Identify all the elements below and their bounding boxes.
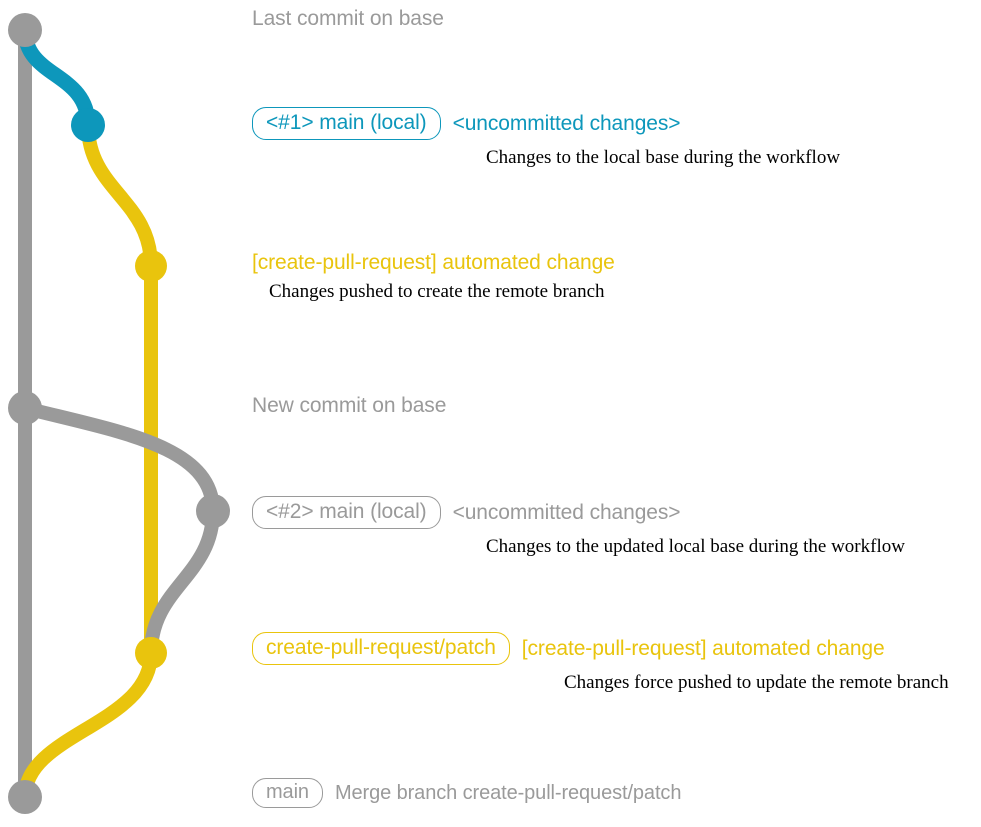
commit-row-head: <#2> main (local) <uncommitted changes> [252,496,905,530]
commit-row-last-commit: Last commit on base [252,7,444,30]
commit-row-merge: main Merge branch create-pull-request/pa… [252,778,681,808]
commit-row-automated-2: create-pull-request/patch [create-pull-r… [252,632,949,694]
commit-row-head: create-pull-request/patch [create-pull-r… [252,632,949,666]
commit-headline-automated-change-1: [create-pull-request] automated change [252,251,615,274]
branch-badge-main[interactable]: main [252,778,323,808]
commit-description-local-2: Changes to the updated local base during… [486,536,905,558]
commit-description-local-1: Changes to the local base during the wor… [486,147,841,169]
commit-node-last-commit-on-base[interactable] [8,13,42,47]
commit-headline-merge: Merge branch create-pull-request/patch [334,781,682,804]
commit-headline-automated-change-2: [create-pull-request] automated change [521,636,885,660]
commit-node-new-commit-on-base[interactable] [8,391,42,425]
merge-back-line [18,646,158,804]
commit-node-automated-commit-1[interactable] [135,250,167,282]
commit-headline-new-commit: New commit on base [252,394,447,417]
commit-row-head: Last commit on base [252,7,444,30]
commit-row-local-1: <#1> main (local) <uncommitted changes> … [252,107,840,169]
commit-description-automated-2: Changes force pushed to update the remot… [564,672,949,694]
branch-badge-main-local-2[interactable]: <#2> main (local) [252,496,441,530]
commit-node-local-change-2[interactable] [196,494,230,528]
branch-badge-create-pull-request-patch[interactable]: create-pull-request/patch [252,632,510,666]
commit-row-head: New commit on base [252,394,447,417]
commit-row-head: <#1> main (local) <uncommitted changes> [252,107,840,141]
commit-row-local-2: <#2> main (local) <uncommitted changes> … [252,496,905,558]
commit-headline-uncommitted-changes-1: <uncommitted changes> [452,111,681,135]
commit-row-head: [create-pull-request] automated change [252,251,615,274]
commit-node-merge-commit[interactable] [8,780,42,814]
commit-node-local-change-1[interactable] [71,108,105,142]
commit-row-automated-1: [create-pull-request] automated change C… [252,251,615,303]
commit-description-automated-1: Changes pushed to create the remote bran… [269,281,605,303]
commit-row-head: main Merge branch create-pull-request/pa… [252,778,681,808]
commit-row-new-commit: New commit on base [252,394,447,417]
commit-headline-last-commit: Last commit on base [252,7,444,30]
commit-headline-uncommitted-changes-2: <uncommitted changes> [452,500,681,524]
branch-badge-main-local-1[interactable]: <#1> main (local) [252,107,441,141]
commit-node-automated-commit-2[interactable] [135,637,167,669]
